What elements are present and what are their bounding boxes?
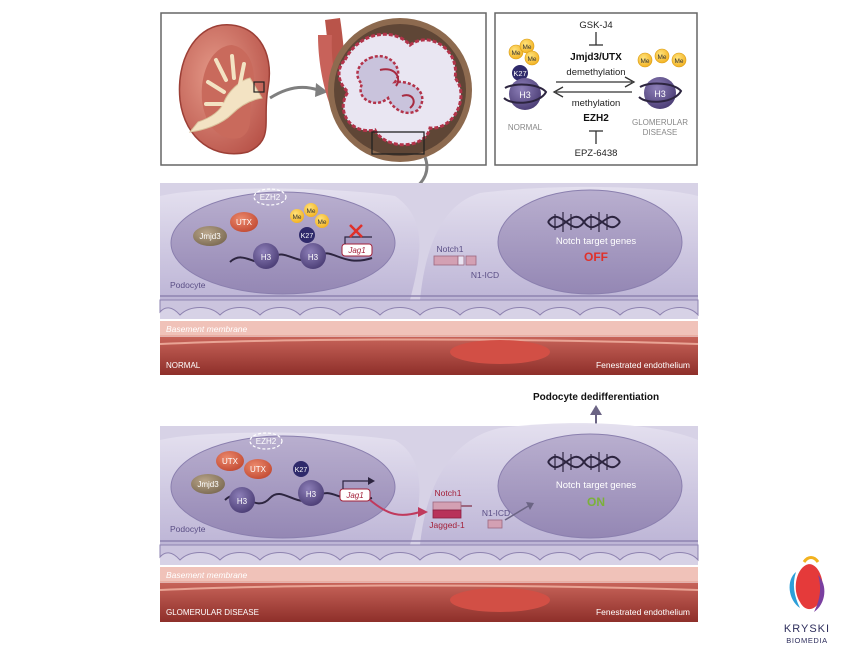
state-normal: NORMAL [508,123,543,132]
podocyte-label: Podocyte [170,524,206,534]
inhibitor-epz-6438: EPZ-6438 [575,148,618,159]
histone-methylation-pathway: GSK-J4 Jmjd3/UTX demethylation methylati… [494,12,698,166]
svg-text:Me: Me [511,50,520,57]
demethylated-nucleosome: Me Me Me H3 [637,48,687,109]
jmjd3-label: Jmjd3 [197,480,219,489]
basement-membrane-label: Basement membrane [166,570,248,580]
podocyte-label: Podocyte [170,280,206,290]
kidney-glomerulus-inset [160,12,487,166]
notch1-label: Notch1 [437,244,464,254]
n1-icd-label: N1-ICD [471,270,499,280]
svg-text:H3: H3 [306,490,317,499]
svg-text:Me: Me [657,54,666,61]
brand-sub: BIOMEDIA [786,636,827,645]
basement-membrane-label: Basement membrane [166,324,248,334]
svg-text:Me: Me [522,44,531,51]
state-on: ON [587,495,605,509]
svg-text:Me: Me [674,58,683,65]
notch-target-genes-label: Notch target genes [556,480,637,491]
svg-text:H3: H3 [237,497,248,506]
n1-icd-label: N1-ICD [482,508,510,518]
svg-text:H3: H3 [519,90,531,100]
ezh2-label: EZH2 [256,437,277,446]
kryski-logo: KRYSKI BIOMEDIA [784,556,830,645]
k27-label: K27 [295,467,308,474]
svg-text:H3: H3 [308,253,319,262]
notch1-label: Notch1 [435,488,462,498]
disease-panel: Podocyte dedifferentiation EZH2 UTX UTX … [159,392,699,622]
jag1-gene: Jag1 [345,491,363,500]
k27-label: K27 [301,233,314,240]
inhibitor-gsk-j4: GSK-J4 [579,20,612,31]
glomerulus-illustration [318,18,472,162]
svg-text:Me: Me [317,219,326,226]
endothelium-label: Fenestrated endothelium [596,360,690,370]
svg-text:Me: Me [292,214,301,221]
ezh2-label: EZH2 [260,193,281,202]
utx-label: UTX [236,218,253,227]
svg-text:H3: H3 [261,253,272,262]
process-demethylation: demethylation [566,67,625,78]
state-glomerular: GLOMERULAR [632,118,688,127]
svg-text:Me: Me [527,56,536,63]
svg-text:Me: Me [640,58,649,65]
methylated-nucleosome: Me Me Me K27 H3 [503,38,548,110]
utx-label-2: UTX [250,465,267,474]
svg-text:Me: Me [306,208,315,215]
normal-panel: EZH2 UTX Jmjd3 Me Me Me K27 H3 H3 Jag1 P… [159,183,699,375]
jagged1-label: Jagged-1 [429,520,465,530]
state-off: OFF [584,250,608,264]
dna-helix [547,452,621,472]
brand-name: KRYSKI [784,623,830,635]
svg-text:H3: H3 [654,89,666,99]
normal-corner-label: NORMAL [166,361,201,370]
utx-label-1: UTX [222,457,239,466]
svg-text:K27: K27 [513,69,526,78]
podocyte-dedifferentiation: Podocyte dedifferentiation [533,392,659,403]
dna-helix [547,212,621,232]
disease-corner-label: GLOMERULAR DISEASE [166,608,259,617]
jag1-gene: Jag1 [347,246,365,255]
notch-target-genes-label: Notch target genes [556,236,637,247]
kidney-illustration [178,24,271,155]
endothelium-label: Fenestrated endothelium [596,607,690,617]
enzyme-ezh2: EZH2 [583,113,609,124]
state-disease: DISEASE [643,128,678,137]
process-methylation: methylation [572,98,621,109]
jmjd3-label: Jmjd3 [199,232,221,241]
enzyme-jmjd3-utx: Jmjd3/UTX [570,52,622,63]
